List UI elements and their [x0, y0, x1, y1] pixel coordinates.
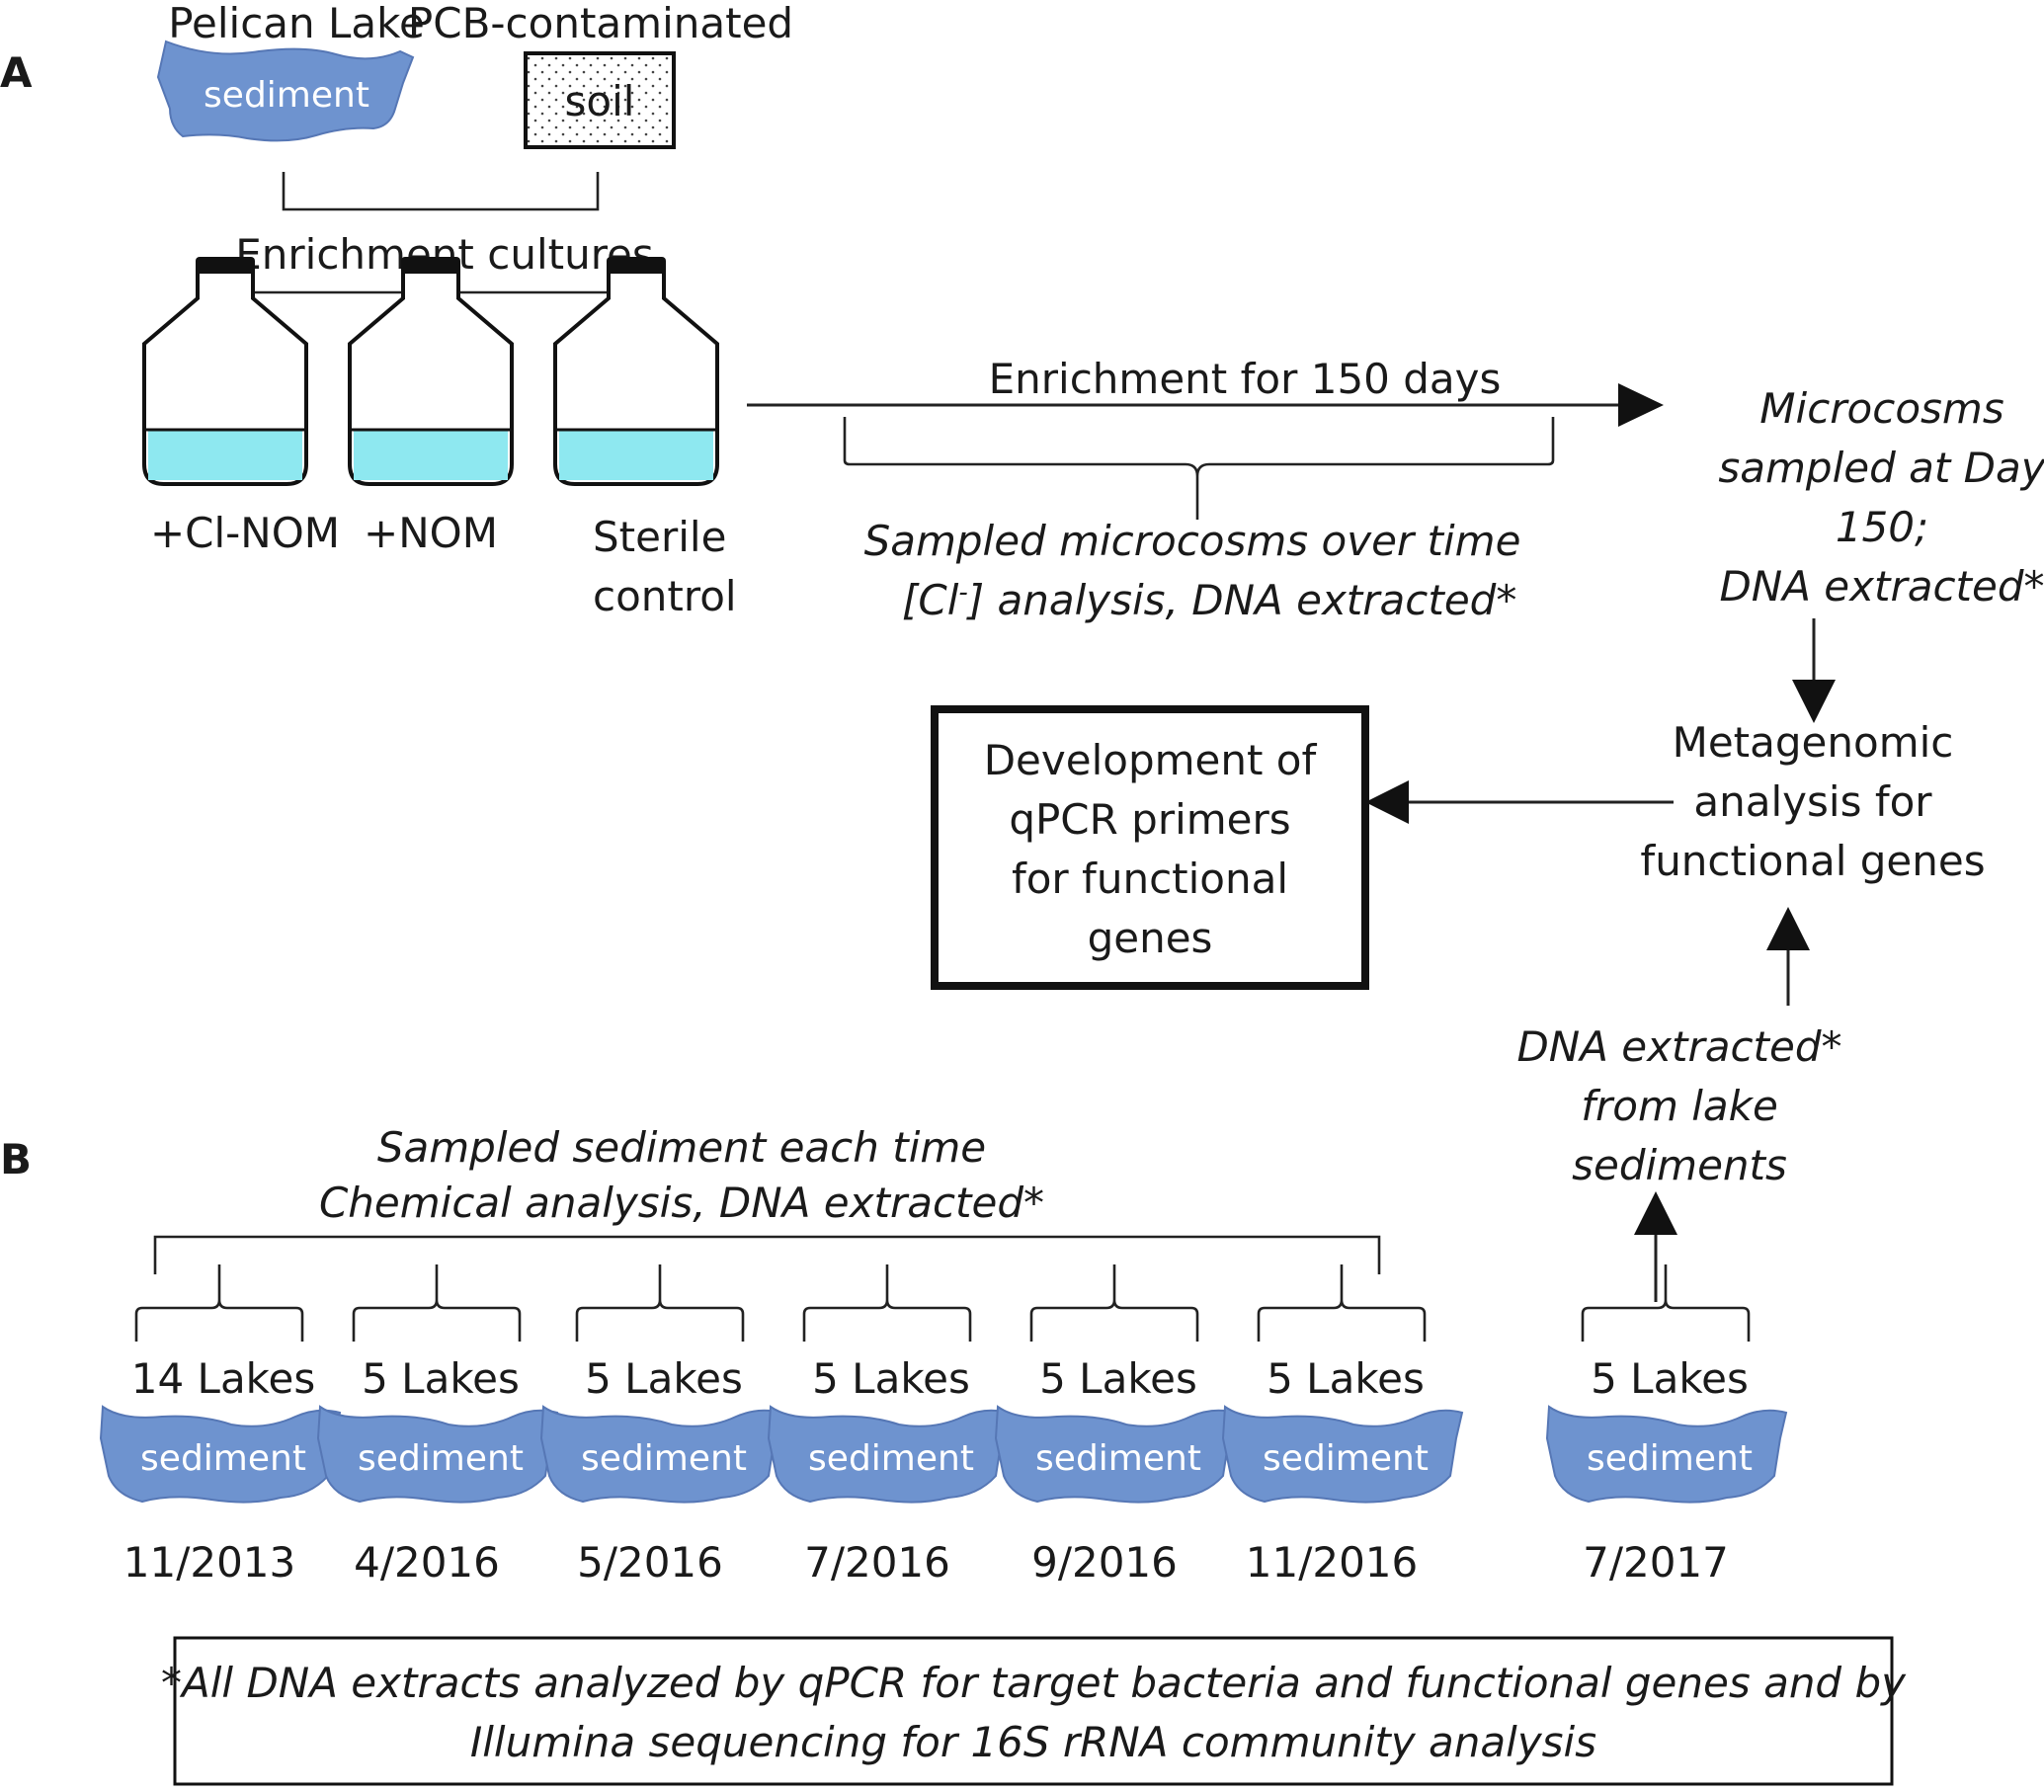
microcosms-line-2: sampled at Day — [1718, 444, 2044, 492]
sample-sediment-label: sediment — [1035, 1438, 1201, 1479]
sample-sediment-blob — [316, 1405, 559, 1504]
sample-lakes-label: 5 Lakes — [1591, 1354, 1749, 1403]
bottle-sterile-control — [553, 255, 719, 486]
sample-bracket — [802, 1264, 972, 1342]
sample-bracket — [1257, 1264, 1427, 1342]
sample-bracket — [1029, 1264, 1199, 1342]
sample-bracket — [1581, 1264, 1751, 1342]
lake-dna-line-2: from lake — [1581, 1082, 1778, 1130]
footnote-box — [173, 1636, 1894, 1786]
sample-group: 5 Lakes sediment 5/2016 — [539, 1264, 782, 1587]
sample-groups: 14 Lakes sediment 11/2013 5 Lakes sediment 4/… — [99, 1264, 1788, 1587]
microcosms-line-1: Microcosms — [1759, 384, 2003, 433]
sample-sediment-label: sediment — [1587, 1438, 1753, 1479]
bottle-label-nom: +NOM — [364, 509, 498, 557]
sampling-line-2: [Cl-] analysis, DNA extracted* — [902, 576, 1516, 624]
panel-label-b: B — [0, 1135, 32, 1183]
sample-date: 11/2013 — [123, 1538, 295, 1587]
sample-group: 5 Lakes sediment 11/2016 — [1221, 1264, 1464, 1587]
qpcr-box — [931, 705, 1369, 990]
qpcr-line-1: Development of — [984, 736, 1318, 784]
sample-sediment-label: sediment — [140, 1438, 306, 1479]
sample-date: 7/2016 — [804, 1538, 950, 1587]
bottle-label-cl-nom: +Cl-NOM — [150, 509, 340, 557]
microcosms-line-4: DNA extracted* — [1719, 562, 2044, 611]
sample-lakes-label: 5 Lakes — [812, 1354, 970, 1403]
sample-bracket — [352, 1264, 522, 1342]
bottle-label-control: control — [593, 572, 737, 620]
lake-sediment-blob — [156, 40, 415, 142]
sample-lakes-label: 5 Lakes — [362, 1354, 520, 1403]
sample-bracket — [575, 1264, 745, 1342]
sample-group: 14 Lakes sediment 11/2013 — [99, 1264, 342, 1587]
sample-date: 5/2016 — [577, 1538, 723, 1587]
sample-sediment-label: sediment — [1263, 1438, 1429, 1479]
qpcr-arrow-head — [1365, 780, 1409, 824]
lake-dna-line-1: DNA extracted* — [1516, 1022, 1841, 1071]
enrichment-arrow-head — [1618, 383, 1664, 427]
lake-title: Pelican Lake — [168, 0, 425, 47]
soil-title: PCB-contaminated — [408, 0, 793, 47]
bottle-label-sterile: Sterile — [593, 513, 726, 561]
sample-lakes-label: 5 Lakes — [585, 1354, 743, 1403]
metagenomic-line-1: Metagenomic — [1673, 718, 1954, 767]
sample-lakes-label: 14 Lakes — [131, 1354, 315, 1403]
sample-sediment-label: sediment — [808, 1438, 974, 1479]
sample-sediment-label: sediment — [581, 1438, 747, 1479]
qpcr-line-2: qPCR primers — [1009, 795, 1290, 844]
bottle-cl-nom — [142, 255, 308, 486]
sample-bracket — [134, 1264, 304, 1342]
lake-dna-line-3: sediments — [1572, 1141, 1787, 1189]
microcosms-line-3: 150; — [1836, 503, 1928, 551]
sample-sediment-blob — [1545, 1405, 1788, 1504]
sample-sediment-blob — [539, 1405, 782, 1504]
metagenomic-line-3: functional genes — [1640, 837, 1985, 885]
sample-group: 5 Lakes sediment 9/2016 — [994, 1264, 1237, 1587]
source-bracket — [282, 172, 600, 211]
qpcr-line-3: for functional — [1012, 855, 1288, 903]
footnote-line-2: Illumina sequencing for 16S rRNA communi… — [470, 1718, 1596, 1766]
footnote-line-1: *All DNA extracts analyzed by qPCR for t… — [161, 1659, 1907, 1707]
sample-sediment-blob — [1221, 1405, 1464, 1504]
sample-date: 4/2016 — [354, 1538, 500, 1587]
sample-sediment-blob — [994, 1405, 1237, 1504]
panel-label-a: A — [0, 48, 33, 97]
sample-sediment-label: sediment — [358, 1438, 524, 1479]
bottle-nom — [348, 255, 514, 486]
sample-date: 7/2017 — [1583, 1538, 1729, 1587]
lake-sediment-label: sediment — [204, 75, 369, 116]
field-header-line-2: Chemical analysis, DNA extracted* — [319, 1179, 1044, 1227]
field-arrow-head — [1634, 1191, 1677, 1235]
metagenomic-line-2: analysis for — [1693, 777, 1932, 826]
qpcr-line-4: genes — [1088, 914, 1213, 962]
field-bracket — [153, 1235, 1381, 1274]
sample-group: 5 Lakes sediment 4/2016 — [316, 1264, 559, 1587]
sample-lakes-label: 5 Lakes — [1039, 1354, 1197, 1403]
enrichment-arrow-label: Enrichment for 150 days — [989, 355, 1502, 403]
sample-group: 5 Lakes sediment 7/2017 — [1545, 1264, 1788, 1587]
lake-dna-arrow-head — [1766, 907, 1810, 950]
sample-group: 5 Lakes sediment 7/2016 — [767, 1264, 1010, 1587]
soil-box — [524, 51, 676, 149]
microcosms-arrow-head — [1792, 680, 1836, 723]
sampling-bracket — [843, 417, 1555, 520]
sample-sediment-blob — [767, 1405, 1010, 1504]
sample-lakes-label: 5 Lakes — [1267, 1354, 1425, 1403]
sample-date: 11/2016 — [1246, 1538, 1418, 1587]
field-header-line-1: Sampled sediment each time — [377, 1123, 986, 1172]
sample-date: 9/2016 — [1031, 1538, 1178, 1587]
sampling-line-1: Sampled microcosms over time — [864, 517, 1521, 565]
soil-label: soil — [565, 77, 635, 125]
